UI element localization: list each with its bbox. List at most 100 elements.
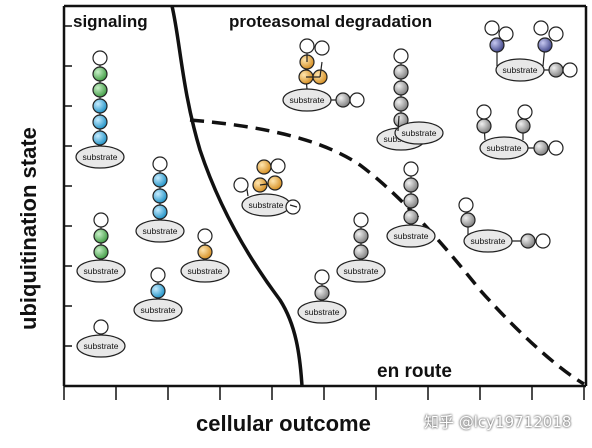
x-axis-ticks: [63, 386, 585, 400]
molecule-deg-gray-double: substrate substrate: [394, 104, 564, 160]
ubiquitin-bead-icon: [498, 26, 514, 42]
ubiquitin-bead-icon: [150, 267, 166, 283]
ubiquitin-bead-icon: [93, 228, 109, 244]
substrate-label: substrate: [402, 128, 437, 138]
molecule-sig-chain-green2: substrate: [76, 212, 126, 283]
ubiquitin-bead-icon: [335, 92, 351, 108]
ubiquitin-bead-icon: [152, 188, 168, 204]
substrate-label: substrate: [503, 65, 538, 75]
ubiquitin-bead-icon: [197, 228, 213, 244]
molecule-sig-mono: substrate: [76, 319, 126, 358]
ubiquitin-bead-icon: [353, 212, 369, 228]
substrate-label: substrate: [188, 266, 223, 276]
ubiquitin-bead-icon: [458, 197, 474, 213]
substrate-icon: [394, 121, 444, 145]
substrate-label: substrate: [249, 200, 284, 210]
ubiquitin-bead-icon: [393, 96, 409, 112]
ubiquitin-bead-icon: [393, 48, 409, 64]
substrate-label: substrate: [487, 143, 522, 153]
ubiquitin-bead-icon: [314, 40, 330, 56]
substrate-label: substrate: [471, 236, 506, 246]
ubiquitin-bead-icon: [93, 244, 109, 260]
region-label-degradation: proteasomal degradation: [229, 12, 432, 31]
ubiquitin-bead-icon: [92, 50, 108, 66]
ubiquitin-bead-icon: [403, 161, 419, 177]
ubiquitin-bead-icon: [548, 62, 564, 78]
ubiquitin-bead-icon: [403, 193, 419, 209]
ubiquitin-bead-icon: [476, 118, 492, 134]
ubiquitin-bead-icon: [548, 140, 564, 156]
molecule-enr-gray3: substrate: [386, 161, 436, 248]
ubiquitin-bead-icon: [460, 212, 476, 228]
substrate-label: substrate: [143, 226, 178, 236]
ubiquitin-bead-icon: [393, 80, 409, 96]
molecule-enr-gray1: substrate: [297, 269, 347, 324]
ubiquitin-bead-icon: [150, 283, 166, 299]
ubiquitin-bead-icon: [152, 172, 168, 188]
molecule-sig-chain-blue1: substrate: [133, 267, 183, 322]
molecule-enr-gray-side: substrate: [458, 197, 551, 253]
region-label-signaling: signaling: [73, 12, 148, 31]
ubiquitin-bead-icon: [92, 98, 108, 114]
ubiquitin-bead-icon: [562, 62, 578, 78]
ubiquitin-bead-icon: [270, 158, 286, 174]
molecule-enr-gray2: substrate: [336, 212, 386, 283]
ubiquitin-bead-icon: [285, 199, 301, 215]
substrate-label: substrate: [141, 305, 176, 315]
ubiquitin-bead-icon: [299, 38, 315, 54]
ubiquitin-bead-icon: [537, 37, 553, 53]
ubiquitin-bead-icon: [256, 159, 272, 175]
ubiquitin-bead-icon: [93, 212, 109, 228]
substrate-label: substrate: [83, 152, 118, 162]
ubiquitin-bead-icon: [403, 209, 419, 225]
ubiquitin-bead-icon: [535, 233, 551, 249]
molecule-sig-chain-orange1: substrate: [180, 228, 230, 283]
ubiquitin-bead-icon: [476, 104, 492, 120]
ubiquitin-bead-icon: [92, 114, 108, 130]
substrate-label: substrate: [305, 307, 340, 317]
ubiquitin-bead-icon: [548, 26, 564, 42]
ubiquitin-bead-icon: [349, 92, 365, 108]
molecule-sig-chain-blue3: substrate: [135, 156, 185, 243]
molecule-enr-orange-branch: substrate: [233, 158, 301, 217]
ubiquitin-bead-icon: [533, 20, 549, 36]
ubiquitin-bead-icon: [533, 140, 549, 156]
ubiquitin-bead-icon: [92, 66, 108, 82]
ubiquitin-bead-icon: [314, 285, 330, 301]
ubiquitin-bead-icon: [520, 233, 536, 249]
substrate-label: substrate: [290, 95, 325, 105]
y-axis-label: ubiquitination state: [16, 127, 41, 330]
signaling-boundary-line: [170, 5, 304, 387]
substrate-label: substrate: [84, 341, 119, 351]
ubiquitin-bead-icon: [267, 175, 283, 191]
molecule-deg-orange-branch: substrate: [282, 38, 365, 112]
ubiquitin-bead-icon: [314, 269, 330, 285]
molecule-sig-chain-long: substrate: [75, 50, 125, 169]
ubiquitin-bead-icon: [489, 37, 505, 53]
ubiquitin-bead-icon: [93, 319, 109, 335]
ubiquitin-bead-icon: [353, 244, 369, 260]
ubiquitin-bead-icon: [92, 82, 108, 98]
molecule-deg-navy: substrate: [484, 20, 578, 82]
ubiquitin-bead-icon: [152, 156, 168, 172]
ubiquitin-bead-icon: [515, 118, 531, 134]
substrate-label: substrate: [394, 231, 429, 241]
watermark: 知乎 @lcy19712018: [424, 413, 572, 431]
ubiquitin-bead-icon: [393, 64, 409, 80]
ubiquitin-bead-icon: [197, 244, 213, 260]
ubiquitin-bead-icon: [403, 177, 419, 193]
ubiquitin-bead-icon: [484, 20, 500, 36]
ubiquitin-bead-icon: [233, 177, 249, 193]
region-label-en-route: en route: [377, 361, 452, 382]
y-axis-ticks: [64, 25, 72, 347]
substrate-label: substrate: [344, 266, 379, 276]
ubiquitin-bead-icon: [517, 104, 533, 120]
x-axis-label: cellular outcome: [196, 411, 371, 436]
ubiquitin-bead-icon: [92, 130, 108, 146]
ubiquitin-bead-icon: [152, 204, 168, 220]
substrate-label: substrate: [84, 266, 119, 276]
ubiquitin-bead-icon: [353, 228, 369, 244]
plot-frame: [62, 4, 588, 388]
